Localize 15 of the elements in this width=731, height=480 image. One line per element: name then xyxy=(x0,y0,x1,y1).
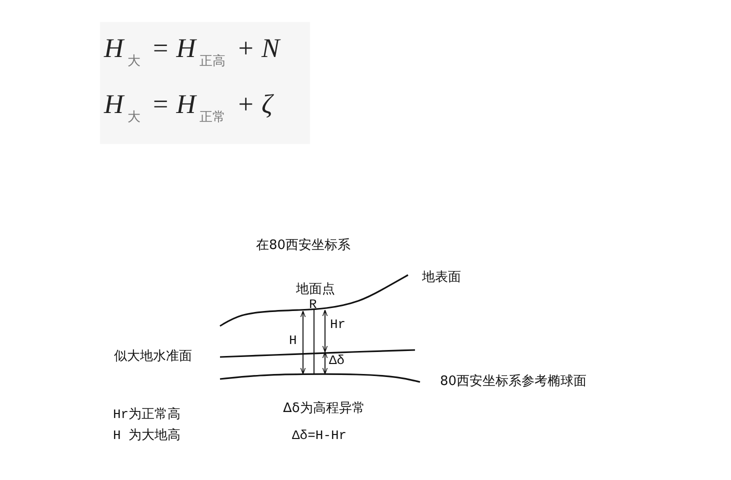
surface-label: 地表面 xyxy=(422,270,461,286)
dimension-label: H xyxy=(289,333,297,349)
heading: 在80西安坐标系 xyxy=(256,238,351,254)
formula: H$_{大}$ = H$_{正常}$ + ζ xyxy=(104,88,272,125)
note: Δδ=H-Hr xyxy=(292,428,347,444)
note: Δδ为高程异常 xyxy=(283,401,365,417)
surface-label: 似大地水准面 xyxy=(114,349,192,365)
dimension-label: Δδ xyxy=(329,353,345,369)
point-label: R xyxy=(309,297,317,313)
dimension-label: Hr xyxy=(330,317,346,333)
surface-label: 80西安坐标系参考椭球面 xyxy=(440,374,587,390)
note: Hr为正常高 xyxy=(113,407,181,423)
note: H 为大地高 xyxy=(113,428,181,444)
point-label: 地面点 xyxy=(296,282,335,298)
formula: H$_{大}$ = H$_{正高}$ + N xyxy=(104,32,280,69)
